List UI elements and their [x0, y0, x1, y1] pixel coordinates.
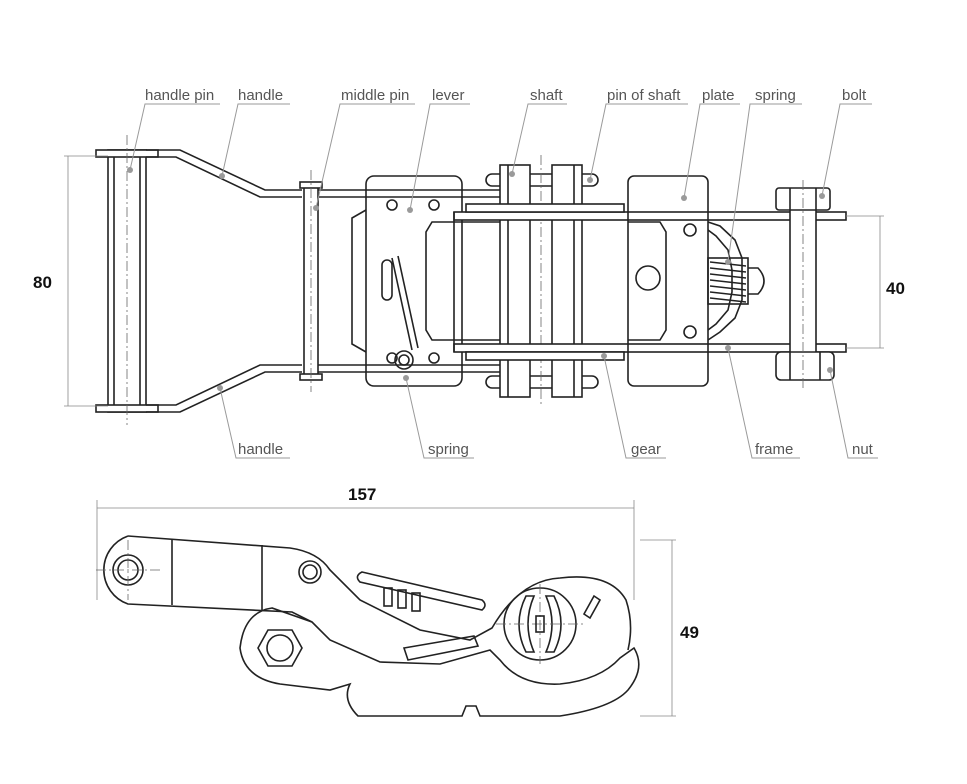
- nut-part: [775, 180, 835, 390]
- spring-part: [707, 257, 765, 305]
- dimension-157: 157: [96, 485, 635, 600]
- label-spring-bottom: spring: [428, 441, 469, 458]
- label-handle-top: handle: [238, 87, 283, 104]
- side-handle-outline: [127, 535, 632, 651]
- dimension-80-value: 80: [33, 273, 52, 292]
- label-pin-of-shaft: pin of shaft: [607, 87, 681, 104]
- handle-part: [146, 149, 302, 413]
- label-bolt: bolt: [842, 87, 867, 104]
- middle-pin-part: [299, 170, 323, 392]
- dimension-80: 80: [33, 155, 108, 407]
- dimension-157-value: 157: [348, 485, 376, 504]
- dimension-49: 49: [640, 539, 699, 717]
- dimension-40: 40: [846, 215, 905, 349]
- handle-pin-part: [95, 135, 159, 425]
- top-view: 80 40 handle pin handle middle pin lever: [33, 87, 905, 459]
- label-middle-pin: middle pin: [341, 87, 409, 104]
- dimension-40-value: 40: [886, 279, 905, 298]
- label-spring-top: spring: [755, 87, 796, 104]
- side-view: 157 49: [96, 485, 699, 717]
- top-labels: handle pin handle middle pin lever shaft…: [127, 87, 872, 265]
- bottom-labels: handle spring gear frame nut: [217, 345, 878, 459]
- gear-part: [465, 203, 625, 361]
- label-frame: frame: [755, 441, 793, 458]
- label-lever: lever: [432, 87, 465, 104]
- label-gear: gear: [631, 441, 661, 458]
- label-nut: nut: [852, 441, 874, 458]
- label-handle-bottom: handle: [238, 441, 283, 458]
- label-handle-pin: handle pin: [145, 87, 214, 104]
- dimension-49-value: 49: [680, 623, 699, 642]
- label-plate: plate: [702, 87, 735, 104]
- lever-part: [351, 175, 500, 387]
- shaft-part: [499, 155, 583, 405]
- label-shaft: shaft: [530, 87, 563, 104]
